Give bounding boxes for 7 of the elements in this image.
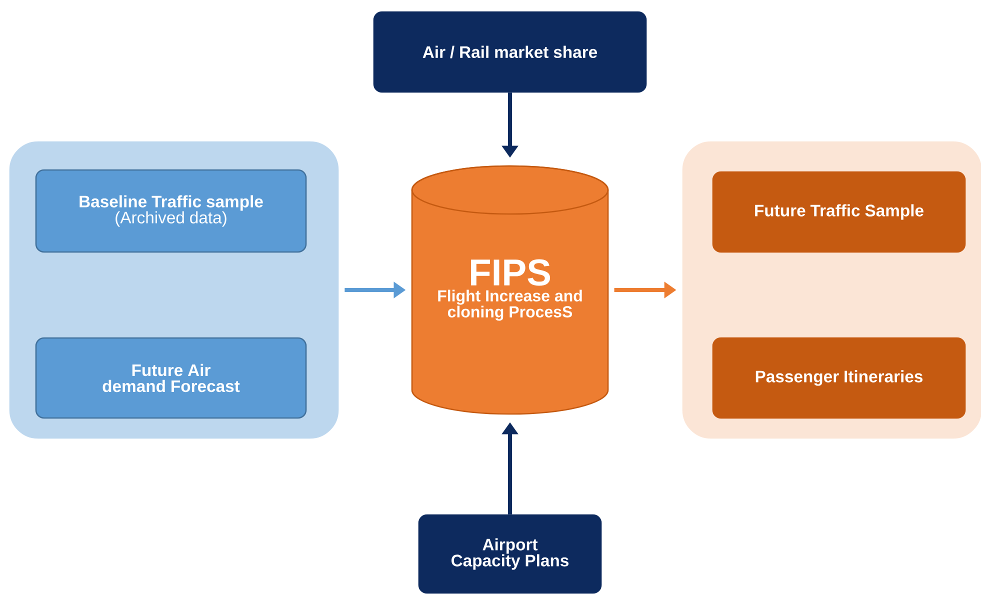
- input-box: Airport Capacity Plans: [418, 514, 602, 594]
- output-box: Passenger Itineraries: [712, 337, 966, 419]
- input-box: Baseline Traffic sample (Archived data): [35, 169, 307, 253]
- process-cylinder: FIPS Flight Increase and cloning ProcesS: [411, 165, 609, 415]
- input-box: Future Air demand Forecast: [35, 337, 307, 419]
- output-box: Future Traffic Sample: [712, 171, 966, 253]
- input-box: Air / Rail market share: [373, 11, 647, 93]
